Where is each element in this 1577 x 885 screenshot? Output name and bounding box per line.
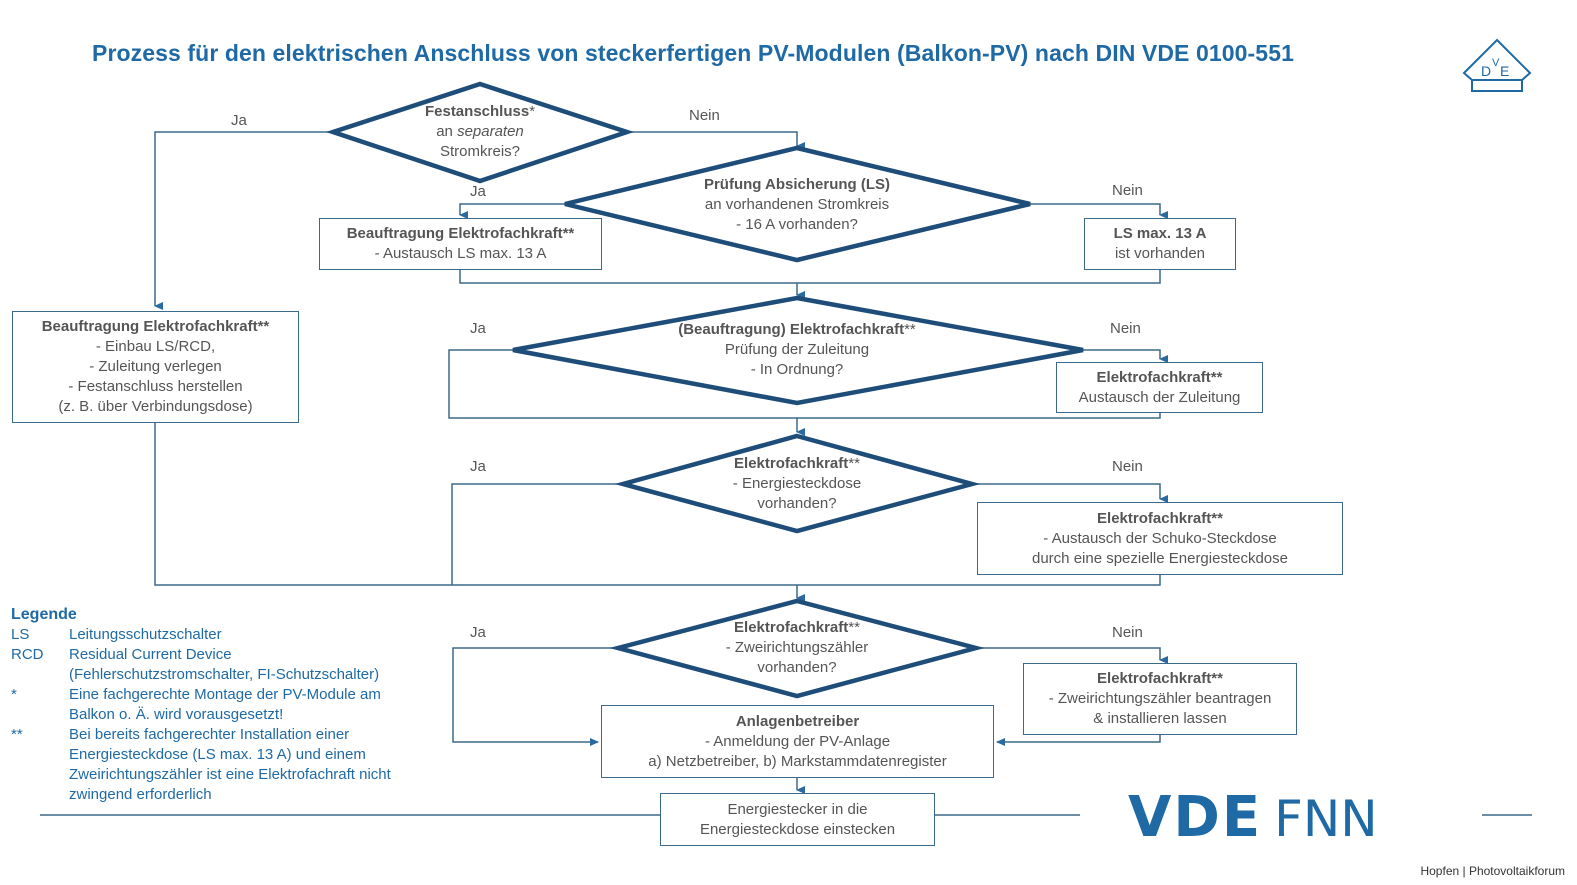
decision-diamond-festanschluss [325, 81, 635, 184]
edge-label-nein: Nein [1112, 458, 1143, 475]
edge-label-nein: Nein [689, 107, 720, 124]
process-box-anlagenbetreiber: Anlagenbetreiber - Anmeldung der PV-Anla… [601, 705, 994, 778]
decision-diamond-absicherung [564, 145, 1031, 263]
process-box-steckdose-austausch: Elektrofachkraft** - Austausch der Schuk… [977, 502, 1343, 575]
edge-d2-no [1030, 203, 1168, 219]
process-box-ls-vorhanden: LS max. 13 A ist vorhanden [1084, 218, 1236, 270]
svg-text:D: D [1481, 63, 1491, 79]
edge-d1-no [627, 131, 805, 150]
process-box-zaehler-beantragen: Elektrofachkraft** - Zweirichtungszähler… [1023, 663, 1297, 735]
svg-text:V: V [1492, 57, 1500, 69]
edge-d5-no [976, 647, 1168, 664]
vde-mark-icon: D V E [1462, 38, 1532, 92]
edge-d5-yes [452, 647, 618, 746]
edge-zaehler-to-anlagen [996, 735, 1161, 746]
decision-diamond-zaehler [609, 598, 985, 699]
edge-d4-no [972, 483, 1168, 503]
edge-label-ja: Ja [470, 320, 486, 337]
edge-d2-yes [459, 203, 565, 219]
credit-text: Hopfen | Photovoltaikforum [1420, 864, 1565, 878]
svg-text:E: E [1500, 63, 1509, 79]
decision-energiesteckdose-text: Elektrofachkraft** - Energiesteckdose vo… [732, 455, 862, 512]
edge-d3-yes [448, 349, 797, 419]
decision-festanschluss-text: Festanschluss* an separaten Stromkreis? [424, 103, 536, 160]
legend-entry: LS Leitungsschutzschalter [11, 626, 222, 643]
edge-label-ja: Ja [231, 112, 247, 129]
edge-label-ja: Ja [470, 624, 486, 641]
edge-merge-2 [797, 413, 1161, 419]
legend-heading: Legende [11, 606, 77, 623]
edge-label-nein: Nein [1110, 320, 1141, 337]
edge-d3-no [1083, 349, 1168, 363]
edge-label-ja: Ja [470, 458, 486, 475]
decision-zaehler-text: Elektrofachkraft** - Zweirichtungszähler… [725, 619, 869, 676]
edge-left-box-down [154, 423, 1161, 586]
process-box-ls-austausch: Beauftragung Elektrofachkraft** - Austau… [319, 218, 602, 270]
edge-merge-1 [459, 270, 1161, 284]
legend: Legende LS Leitungsschutzschalter RCD Re… [11, 605, 391, 805]
edge-label-nein: Nein [1112, 182, 1143, 199]
decision-diamond-zuleitung [512, 295, 1084, 406]
edge-d1-yes [154, 131, 333, 310]
edge-label-nein: Nein [1112, 624, 1143, 641]
decision-diamond-energiesteckdose [614, 433, 981, 534]
edge-label-ja: Ja [470, 183, 486, 200]
edge-d4-yes [451, 483, 623, 585]
legend-entry: ** Bei bereits fachgerechter Installatio… [11, 726, 391, 803]
process-box-energiestecker-einstecken: Energiestecker in die Energiesteckdose e… [660, 793, 935, 846]
legend-entry: * Eine fachgerechte Montage der PV-Modul… [11, 686, 381, 723]
process-box-festanschluss-herstellen: Beauftragung Elektrofachkraft** - Einbau… [12, 311, 299, 423]
process-box-zuleitung-austausch: Elektrofachkraft** Austausch der Zuleitu… [1056, 362, 1263, 413]
page-title: Prozess für den elektrischen Anschluss v… [92, 40, 1294, 66]
decision-absicherung-text: Prüfung Absicherung (LS) an vorhandenen … [703, 176, 891, 233]
legend-entry: RCD Residual Current Device(Fehlerschutz… [11, 646, 380, 683]
decision-zuleitung-text: (Beauftragung) Elektrofachkraft** Prüfun… [678, 321, 916, 378]
